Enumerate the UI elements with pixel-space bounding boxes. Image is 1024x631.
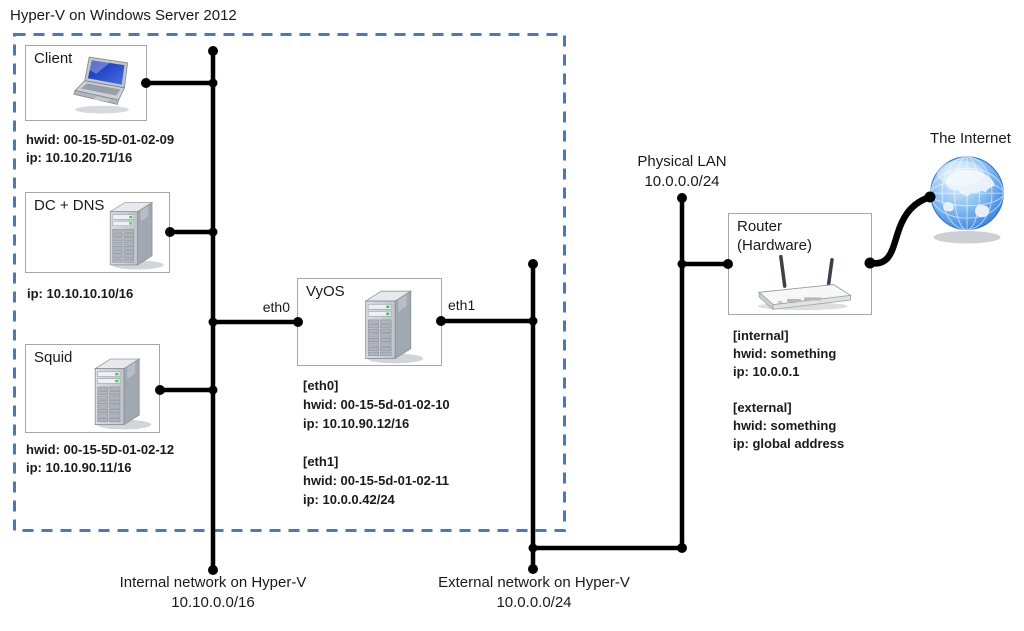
router-to-internet-curve [866, 193, 934, 267]
node-router-info: [internal] hwid: something ip: 10.0.0.1 … [733, 328, 845, 451]
node-squid: Squid [25, 344, 160, 433]
server-icon [92, 195, 168, 271]
node-client: Client [25, 45, 147, 121]
laptop-icon [61, 52, 143, 116]
node-vyos: VyOS [297, 278, 442, 366]
node-vyos-info: [eth0] hwid: 00-15-5d-01-02-10 ip: 10.10… [303, 378, 450, 507]
external-network-label: External network on Hyper-V 10.0.0.0/24 [438, 574, 630, 611]
internet-label: The Internet [930, 130, 1011, 147]
node-router: Router(Hardware) [728, 213, 872, 315]
physical-lan-label: Physical LAN 10.0.0.0/24 [637, 153, 727, 190]
wireless-router-icon [743, 252, 859, 314]
node-squid-label: Squid [34, 349, 73, 366]
server-icon [346, 283, 428, 365]
port-label-eth1: eth1 [448, 297, 476, 313]
globe-icon [924, 152, 1012, 246]
node-dc-dns: DC + DNS [25, 192, 170, 273]
node-router-label: Router(Hardware) [737, 218, 813, 254]
diagram-title: Hyper-V on Windows Server 2012 [10, 7, 237, 24]
internal-network-label: Internal network on Hyper-V 10.10.0.0/16 [119, 574, 307, 611]
port-label-eth0: eth0 [262, 299, 290, 315]
node-squid-info: hwid: 00-15-5D-01-02-12 ip: 10.10.90.11/… [26, 442, 175, 475]
server-icon [76, 351, 156, 431]
node-vyos-label: VyOS [306, 283, 345, 300]
node-dc-dns-info: ip: 10.10.10.10/16 [27, 286, 134, 301]
node-client-info: hwid: 00-15-5D-01-02-09 ip: 10.10.20.71/… [26, 132, 175, 165]
